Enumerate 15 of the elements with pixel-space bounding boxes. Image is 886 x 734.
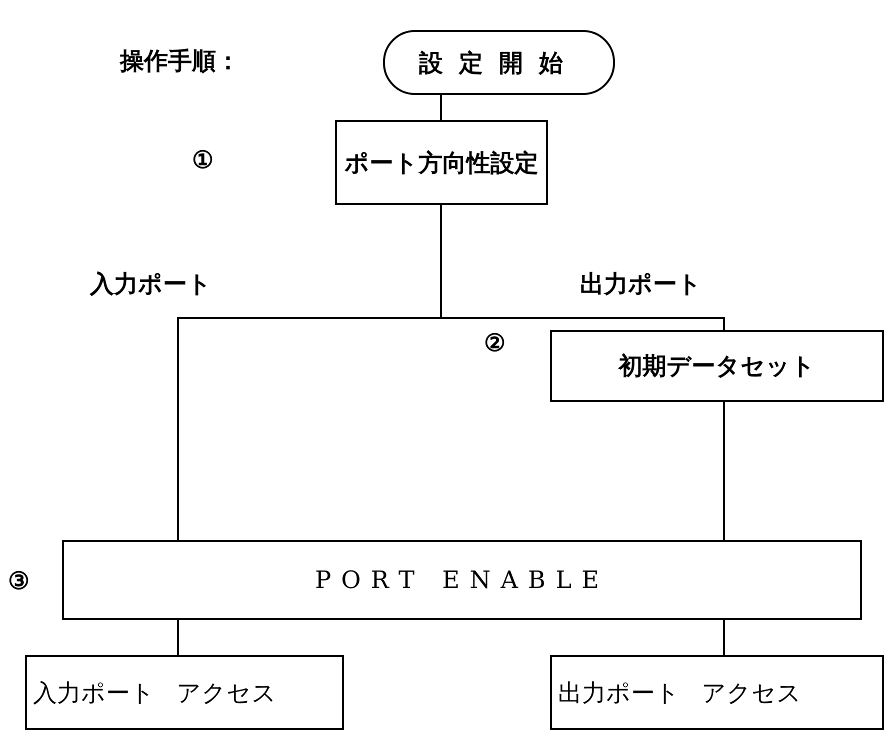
- process-box: 入力ポート アクセス: [25, 655, 344, 730]
- process-box: 初期データセット: [550, 330, 884, 402]
- process-box: 出力ポート アクセス: [550, 655, 884, 730]
- connector-line: [440, 205, 725, 330]
- connector-line: [440, 95, 442, 120]
- connector-line: [723, 620, 725, 655]
- callout-number: ②: [484, 328, 506, 357]
- process-box: PORT ENABLE: [62, 540, 862, 620]
- process-box: ポート方向性設定: [335, 120, 548, 205]
- callout-number: ③: [8, 566, 30, 595]
- start-terminal: 設定開始: [383, 30, 615, 95]
- heading-label: 操作手順：: [120, 45, 240, 77]
- callout-number: ①: [192, 145, 214, 174]
- connector-line: [177, 620, 179, 655]
- connector-line: [723, 402, 725, 540]
